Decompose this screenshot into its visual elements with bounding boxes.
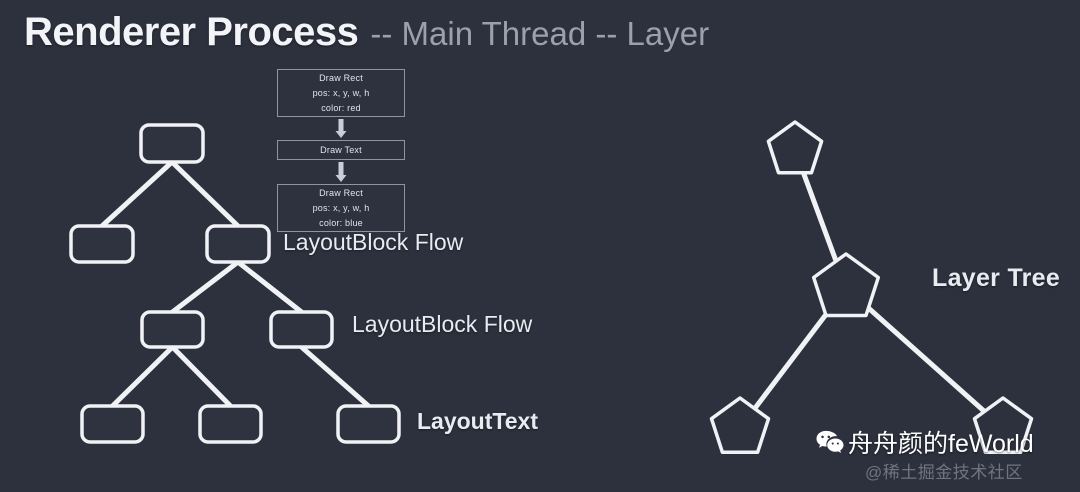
- title-subtitle: -- Main Thread -- Layer: [370, 15, 710, 52]
- layer-tree-node: [766, 120, 824, 175]
- paint-op-label: Draw Text: [320, 144, 362, 155]
- watermark-account-row: 舟舟颜的feWorld: [815, 424, 1034, 460]
- layout-tree-node: [80, 404, 145, 444]
- paint-record-box: Draw Rect pos: x, y, w, h color: blue: [277, 184, 405, 232]
- watermark: 舟舟颜的feWorld @稀土掘金技术社区: [815, 424, 1034, 483]
- paint-pos-label: pos: x, y, w, h: [312, 202, 370, 213]
- paint-color-label: color: red: [321, 102, 361, 113]
- wechat-icon: [816, 430, 844, 453]
- label-layouttext: LayoutText: [417, 408, 538, 434]
- paint-color-label: color: blue: [319, 217, 363, 228]
- page-title: Renderer Process -- Main Thread -- Layer: [24, 10, 709, 55]
- layout-tree-node: [69, 224, 135, 264]
- layout-tree-node: [269, 310, 334, 349]
- paint-record-box: Draw Rect pos: x, y, w, h color: red: [277, 69, 405, 117]
- tree-edge: [235, 259, 304, 315]
- layout-tree-node: [140, 310, 205, 349]
- title-main: Renderer Process: [24, 10, 359, 54]
- tree-edge: [110, 344, 175, 409]
- paint-op-label: Draw Rect: [319, 187, 363, 198]
- layer-edge: [843, 285, 1006, 431]
- layout-tree-node: [336, 404, 401, 444]
- paint-flow-arrows: [335, 119, 347, 182]
- label-layer-tree: Layer Tree: [932, 264, 1061, 292]
- arrow-down-icon: [335, 175, 347, 182]
- tree-edge: [299, 344, 371, 409]
- layer-tree-nodes: [709, 120, 1034, 455]
- watermark-account-name: 舟舟颜的feWorld: [848, 430, 1034, 458]
- layer-tree-node: [709, 396, 771, 455]
- layout-tree-node: [205, 224, 271, 264]
- tree-edge: [170, 259, 241, 315]
- layout-tree-node: [198, 404, 263, 444]
- paint-record-box: Draw Text: [277, 140, 405, 160]
- layer-tree-node: [972, 396, 1034, 455]
- watermark-source: @稀土掘金技术社区: [865, 463, 1023, 482]
- layout-tree-edges: [99, 159, 371, 409]
- arrow-down-icon: [335, 131, 347, 138]
- tree-edge: [99, 159, 175, 229]
- layout-tree-nodes: [69, 123, 401, 444]
- tree-edge: [170, 344, 233, 409]
- paint-pos-label: pos: x, y, w, h: [312, 87, 370, 98]
- layer-tree-node: [811, 252, 881, 318]
- label-layoutblock-flow-lower: LayoutBlock Flow: [352, 311, 533, 337]
- tree-edge: [169, 159, 241, 229]
- paint-op-label: Draw Rect: [319, 72, 363, 83]
- layout-tree-node: [139, 123, 205, 164]
- label-layoutblock-flow-upper: LayoutBlock Flow: [283, 229, 464, 255]
